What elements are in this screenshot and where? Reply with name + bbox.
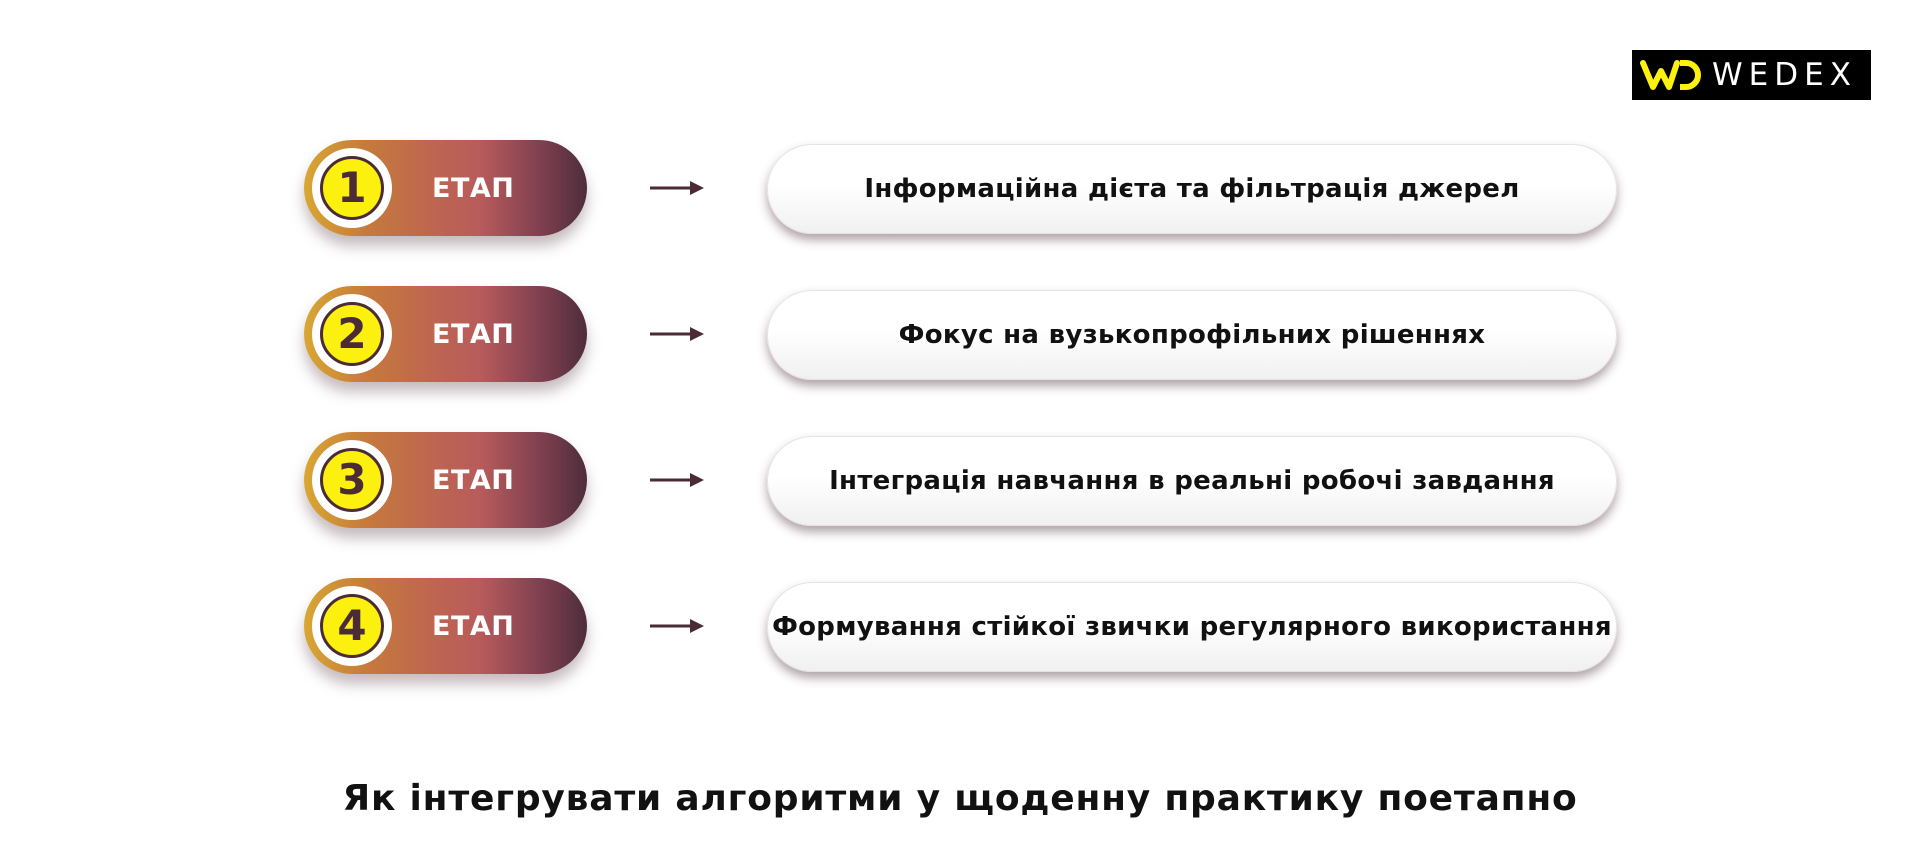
- stage-pill: 1 ЕТАП: [304, 140, 587, 236]
- stage-pill: 3 ЕТАП: [304, 432, 587, 528]
- stage-label: ЕТАП: [432, 318, 515, 350]
- step-description: Інтеграція навчання в реальні робочі зав…: [829, 466, 1555, 496]
- step-description: Інформаційна дієта та фільтрація джерел: [864, 174, 1520, 204]
- step-description: Формування стійкої звички регулярного ви…: [772, 612, 1612, 642]
- page-caption: Як інтегрувати алгоритми у щоденну практ…: [342, 778, 1578, 819]
- stage-label: ЕТАП: [432, 464, 515, 496]
- step-description-box: Фокус на вузькопрофільних рішеннях: [767, 290, 1617, 380]
- wedex-logo: WEDEX: [1632, 50, 1871, 100]
- step-row-4: 4 ЕТАП Формування стійкої звички регуляр…: [0, 578, 1920, 678]
- stage-number-badge: 4: [312, 586, 392, 666]
- arrow-right-icon: [650, 327, 704, 341]
- wedex-mark-icon: [1640, 60, 1701, 90]
- arrow-right-icon: [650, 181, 704, 195]
- stage-label: ЕТАП: [432, 172, 515, 204]
- stage-pill: 2 ЕТАП: [304, 286, 587, 382]
- stage-pill: 4 ЕТАП: [304, 578, 587, 674]
- stage-label: ЕТАП: [432, 610, 515, 642]
- stage-number: 2: [320, 302, 384, 366]
- step-row-1: 1 ЕТАП Інформаційна дієта та фільтрація …: [0, 140, 1920, 240]
- step-row-3: 3 ЕТАП Інтеграція навчання в реальні роб…: [0, 432, 1920, 532]
- stage-number-badge: 3: [312, 440, 392, 520]
- stage-number-badge: 2: [312, 294, 392, 374]
- step-description: Фокус на вузькопрофільних рішеннях: [898, 320, 1486, 350]
- arrow-right-icon: [650, 473, 704, 487]
- step-description-box: Формування стійкої звички регулярного ви…: [767, 582, 1617, 672]
- step-row-2: 2 ЕТАП Фокус на вузькопрофільних рішення…: [0, 286, 1920, 386]
- step-description-box: Інформаційна дієта та фільтрація джерел: [767, 144, 1617, 234]
- stage-number: 3: [320, 448, 384, 512]
- logo-wordmark: WEDEX: [1712, 56, 1857, 93]
- step-description-box: Інтеграція навчання в реальні робочі зав…: [767, 436, 1617, 526]
- stage-number-badge: 1: [312, 148, 392, 228]
- arrow-right-icon: [650, 619, 704, 633]
- stage-number: 4: [320, 594, 384, 658]
- stage-number: 1: [320, 156, 384, 220]
